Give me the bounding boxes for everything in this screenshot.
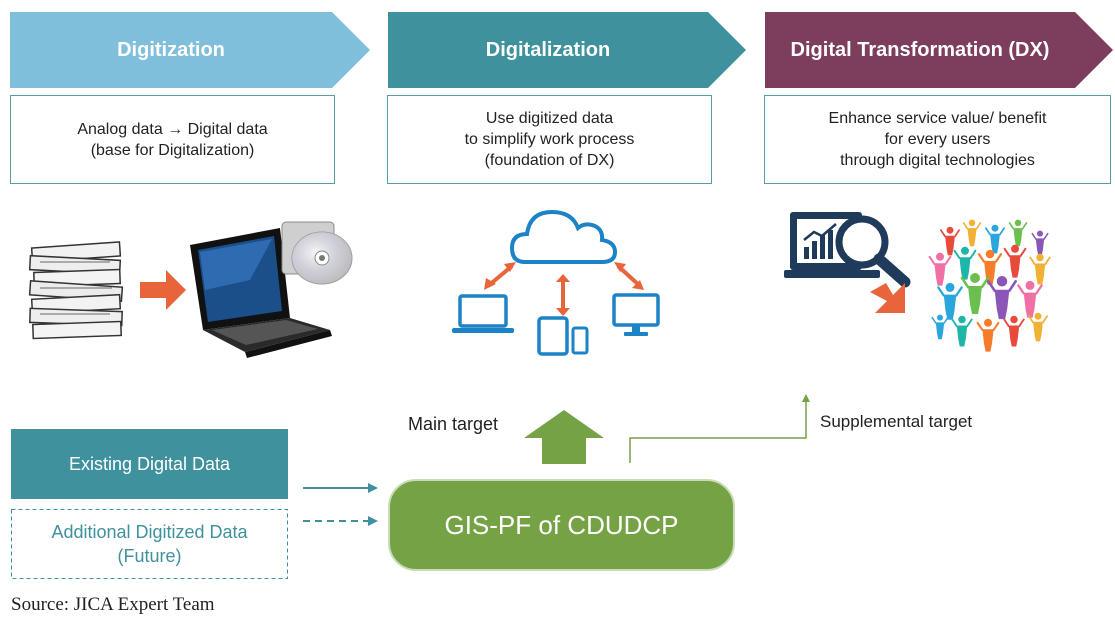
person-figure — [985, 224, 1005, 254]
phone-icon — [571, 326, 589, 355]
person-figure — [1008, 219, 1028, 247]
person-figure — [1017, 280, 1043, 318]
laptop-icon — [190, 228, 332, 358]
person-figure — [951, 315, 973, 347]
gis-platform-box: GIS-PF of CDUDCP — [388, 479, 735, 571]
chevron-dx — [765, 12, 1113, 88]
person-figure — [928, 252, 952, 286]
stage-title-digitalization: Digitalization — [485, 38, 611, 61]
monitor-icon — [612, 293, 660, 336]
stage-title-dx: Digital Transformation (DX) — [790, 38, 1050, 61]
description-line: Analog data → Digital data — [77, 120, 268, 138]
person-figure — [1003, 315, 1025, 347]
main-target-arrow — [524, 410, 604, 464]
main-target-label: Main target — [408, 414, 499, 434]
stage-title-digitization: Digitization — [117, 38, 225, 61]
person-figure — [937, 282, 963, 320]
description-digitalization: Use digitized data to simplify work proc… — [387, 95, 712, 184]
laptop-small-icon — [452, 294, 514, 333]
cd-disc-icon — [281, 221, 353, 285]
additional-data-arrow — [303, 516, 378, 526]
arrow-to-laptop-icon — [140, 270, 186, 310]
person-figure — [976, 318, 1000, 352]
person-figure — [931, 314, 949, 340]
description-line: through digital technologies — [840, 152, 1035, 169]
description-line: (base for Digitalization) — [90, 141, 255, 159]
description-line: Enhance service value/ benefit — [828, 110, 1047, 127]
person-figure — [1003, 244, 1027, 278]
chevron-digitalization — [388, 12, 746, 88]
description-line: (foundation of DX) — [484, 152, 615, 169]
chevron-digitization — [10, 12, 370, 88]
person-figure — [962, 219, 982, 247]
existing-digital-data-box: Existing Digital Data — [11, 429, 288, 499]
additional-data-border — [11, 509, 288, 579]
person-figure — [953, 246, 977, 280]
existing-digital-data-label: Existing Digital Data — [68, 454, 231, 474]
description-line: for every users — [884, 131, 991, 148]
additional-data-line: Additional Digitized Data — [51, 522, 248, 542]
person-figure — [960, 273, 990, 314]
supplemental-target-label: Supplemental target — [820, 412, 973, 431]
supplemental-target-arrow — [629, 394, 810, 463]
description-digitization: Analog data → Digital data (base for Dig… — [10, 95, 335, 184]
sync-arrows-icon — [484, 262, 644, 316]
additional-data-line: (Future) — [117, 546, 182, 566]
person-figure — [940, 226, 960, 256]
source-caption: Source: JICA Expert Team — [11, 594, 215, 615]
description-line: to simplify work process — [464, 131, 635, 148]
tablet-icon — [537, 316, 569, 356]
cloud-icon — [509, 209, 618, 264]
existing-data-arrow — [303, 483, 378, 493]
paper-stack-icon — [28, 241, 124, 340]
description-dx: Enhance service value/ benefit for every… — [764, 95, 1111, 184]
arrow-to-people-icon — [870, 283, 905, 313]
additional-digitized-data-box: Additional Digitized Data (Future) — [11, 510, 288, 578]
magnifier-icon — [835, 215, 911, 288]
gis-platform-label: GIS-PF of CDUDCP — [444, 509, 679, 540]
description-line: Use digitized data — [485, 110, 614, 127]
people-crowd-icon — [928, 219, 1051, 352]
person-figure — [1029, 253, 1051, 285]
person-figure — [987, 276, 1017, 320]
person-figure — [1028, 312, 1048, 342]
person-figure — [1031, 230, 1049, 256]
